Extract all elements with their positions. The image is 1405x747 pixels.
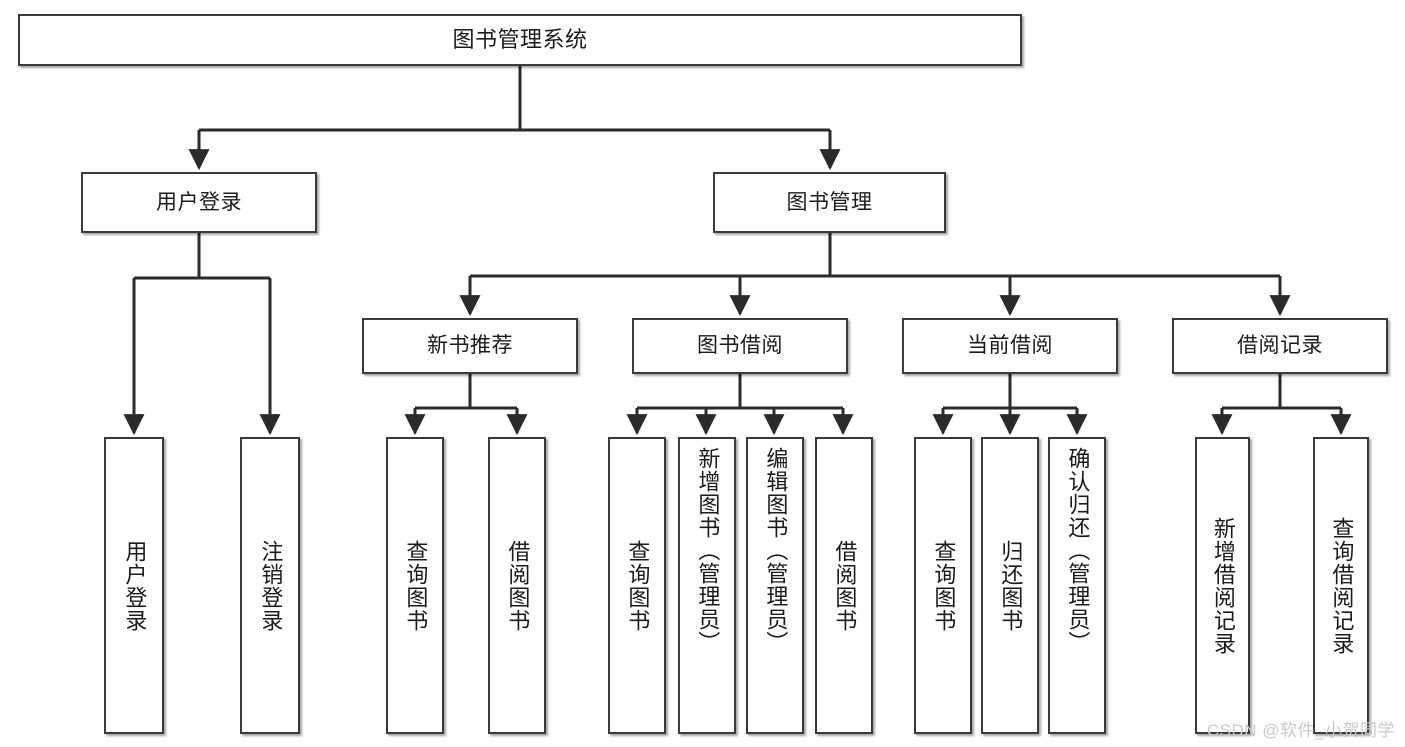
node-current-borrow-label: 当前借阅: [967, 334, 1053, 358]
node-leaf-query-record-label: 查询借阅记录: [1329, 516, 1355, 655]
node-root-label: 图书管理系统: [452, 26, 588, 52]
node-leaf-borrow-book-2-label: 借阅图书: [832, 539, 858, 632]
node-leaf-query-book-3-label: 查询图书: [931, 539, 957, 632]
node-leaf-add-book[interactable]: 新增图书（管理员）: [678, 437, 736, 734]
node-borrow-record-label: 借阅记录: [1237, 334, 1323, 358]
node-leaf-logout-login-label: 注销登录: [258, 539, 284, 632]
node-leaf-query-book-1[interactable]: 查询图书: [386, 437, 444, 734]
node-book-borrow-label: 图书借阅: [697, 334, 783, 358]
node-leaf-add-book-label: 新增图书（管理员）: [695, 447, 721, 654]
node-leaf-edit-book[interactable]: 编辑图书（管理员）: [746, 437, 804, 734]
node-leaf-borrow-book-1[interactable]: 借阅图书: [488, 437, 546, 734]
node-leaf-confirm-return-label: 确认归还（管理员）: [1065, 447, 1091, 654]
node-book-borrow[interactable]: 图书借阅: [632, 318, 848, 374]
node-leaf-edit-book-label: 编辑图书（管理员）: [763, 447, 789, 654]
node-borrow-record[interactable]: 借阅记录: [1172, 318, 1388, 374]
node-leaf-query-book-2[interactable]: 查询图书: [608, 437, 666, 734]
node-leaf-confirm-return[interactable]: 确认归还（管理员）: [1048, 437, 1106, 734]
node-leaf-return-book[interactable]: 归还图书: [981, 437, 1039, 734]
node-leaf-return-book-label: 归还图书: [998, 539, 1024, 632]
node-book-manage-label: 图书管理: [786, 190, 873, 214]
node-leaf-add-record-label: 新增借阅记录: [1210, 516, 1236, 655]
node-leaf-user-login-label: 用户登录: [122, 539, 148, 632]
node-leaf-logout-login[interactable]: 注销登录: [240, 437, 300, 734]
node-user-login-label: 用户登录: [156, 190, 242, 214]
node-leaf-query-record[interactable]: 查询借阅记录: [1313, 437, 1369, 734]
node-book-manage[interactable]: 图书管理: [713, 172, 946, 233]
node-new-book-recommend-label: 新书推荐: [427, 334, 513, 358]
node-root[interactable]: 图书管理系统: [18, 14, 1022, 66]
node-leaf-borrow-book-2[interactable]: 借阅图书: [815, 437, 873, 734]
node-leaf-query-book-2-label: 查询图书: [625, 539, 651, 632]
node-leaf-query-book-3[interactable]: 查询图书: [914, 437, 972, 734]
node-leaf-add-record[interactable]: 新增借阅记录: [1195, 437, 1250, 734]
node-current-borrow[interactable]: 当前借阅: [902, 318, 1118, 374]
node-leaf-user-login[interactable]: 用户登录: [104, 437, 164, 734]
node-leaf-query-book-1-label: 查询图书: [403, 539, 429, 632]
node-leaf-borrow-book-1-label: 借阅图书: [505, 539, 531, 632]
csdn-watermark: CSDN @软件_小贺同学: [1206, 721, 1395, 740]
node-user-login[interactable]: 用户登录: [81, 172, 317, 233]
node-new-book-recommend[interactable]: 新书推荐: [362, 318, 578, 374]
